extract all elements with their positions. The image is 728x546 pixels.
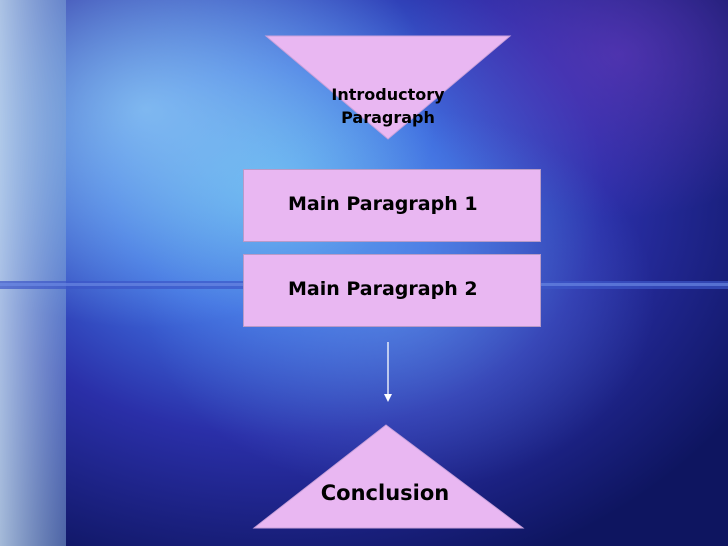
main-paragraph-2-box: Main Paragraph 2 [243, 254, 541, 327]
main-paragraph-1-box: Main Paragraph 1 [243, 169, 541, 242]
conclusion-triangle [252, 424, 525, 529]
intro-label-line-2: Paragraph [341, 108, 435, 127]
main-paragraph-2-label: Main Paragraph 2 [288, 278, 478, 300]
intro-label: Introductory Paragraph [300, 83, 476, 129]
main-paragraph-1-label: Main Paragraph 1 [288, 193, 478, 215]
conclusion-label: Conclusion [320, 481, 450, 505]
intro-triangle [264, 35, 512, 140]
intro-label-line-1: Introductory [331, 85, 445, 104]
flow-arrow-head [384, 394, 392, 402]
